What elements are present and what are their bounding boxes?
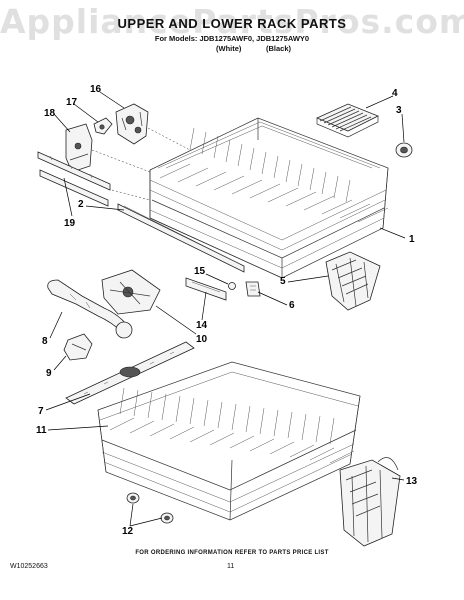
callout-13: 13 xyxy=(406,476,418,487)
manifold-part-10[interactable] xyxy=(101,269,161,315)
leader-lines xyxy=(45,91,406,527)
lower-rack-part-11[interactable] xyxy=(97,361,361,521)
callout-10: 10 xyxy=(196,334,208,345)
callout-5: 5 xyxy=(280,276,286,287)
page-number: 11 xyxy=(227,563,235,570)
bracket-part-14[interactable] xyxy=(185,277,227,301)
color-black: (Black) xyxy=(266,44,292,53)
model-list: For Models: JDB1275AWF0, JDB1275AWY0 xyxy=(154,34,310,43)
callout-8: 8 xyxy=(42,336,48,347)
callout-16: 16 xyxy=(90,84,102,95)
callout-7: 7 xyxy=(38,406,44,417)
callout-15: 15 xyxy=(194,266,206,277)
upper-rack[interactable] xyxy=(149,117,389,279)
diagram-title: UPPER AND LOWER RACK PARTS xyxy=(117,16,347,31)
callout-12: 12 xyxy=(122,526,134,537)
callout-17: 17 xyxy=(66,97,78,108)
callout-6: 6 xyxy=(289,300,295,311)
bracket-part-18[interactable] xyxy=(65,123,93,173)
adjuster-part-16[interactable] xyxy=(115,103,149,145)
callout-1: 1 xyxy=(409,234,415,245)
callout-4: 4 xyxy=(392,88,398,99)
end-cap-part-6[interactable] xyxy=(245,281,261,297)
callout-19: 19 xyxy=(64,218,76,229)
callout-2: 2 xyxy=(78,199,84,210)
cutlery-basket-part-13[interactable] xyxy=(339,457,401,547)
callout-11: 11 xyxy=(36,425,47,436)
document-code: W10252663 xyxy=(10,563,48,570)
callout-18: 18 xyxy=(44,108,56,119)
clip-part-17[interactable] xyxy=(93,117,113,135)
valve-part-9[interactable] xyxy=(63,333,93,361)
callout-numbers: 1 2 3 4 5 6 7 8 9 10 11 12 13 14 15 16 1… xyxy=(36,84,418,537)
spray-arm-part-7[interactable] xyxy=(65,341,195,405)
cup-shelf-part-4[interactable] xyxy=(315,103,379,138)
track-part-2[interactable] xyxy=(117,203,245,273)
callout-14: 14 xyxy=(196,320,208,331)
ordering-note: FOR ORDERING INFORMATION REFER TO PARTS … xyxy=(135,550,329,556)
callout-9: 9 xyxy=(46,368,52,379)
basket-part-5[interactable] xyxy=(325,251,381,311)
rack-wheel-part-3[interactable] xyxy=(395,142,413,158)
color-white: (White) xyxy=(216,44,242,53)
feed-tube-part-8[interactable] xyxy=(47,279,133,339)
rail-part-19[interactable] xyxy=(37,151,111,207)
lower-rack-wheels-part-12[interactable] xyxy=(126,492,174,524)
screw-part-15[interactable] xyxy=(228,282,236,290)
callout-3: 3 xyxy=(396,105,402,116)
